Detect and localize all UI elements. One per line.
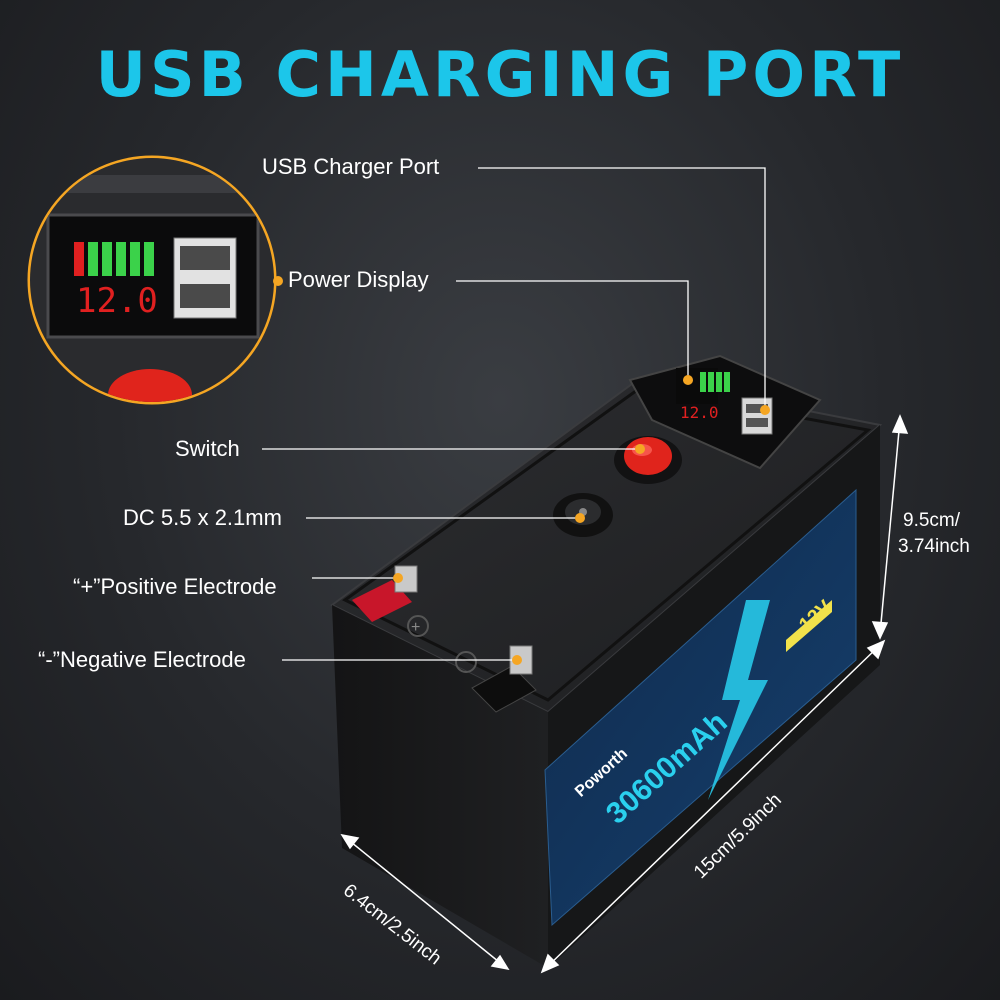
dc-label: DC 5.5 x 2.1mm (123, 505, 282, 530)
power-display-label: Power Display (288, 267, 429, 292)
callout-lines (262, 167, 766, 661)
positive-terminal: + (352, 565, 429, 637)
usb-port-label: USB Charger Port (262, 154, 440, 179)
height-cm-label: 9.5cm/ (903, 510, 961, 531)
callout-dots (273, 276, 770, 665)
zoom-inset: 12.0 (27, 155, 277, 405)
rocker-switch (614, 436, 682, 484)
height-inch-label: 3.74inch (898, 536, 970, 557)
positive-electrode-label: “+”Positive Electrode (73, 574, 277, 599)
negative-terminal (455, 645, 537, 713)
switch-label: Switch (175, 436, 240, 461)
svg-text:+: + (411, 619, 420, 636)
battery (330, 376, 883, 968)
display-reading: 12.0 (680, 403, 719, 422)
lightning-icon (708, 600, 770, 800)
page-title: USB CHARGING PORT (95, 38, 905, 111)
dimension-arrows (340, 414, 909, 974)
power-display: 12.0 (628, 354, 822, 470)
inset-display-reading: 12.0 (76, 281, 158, 321)
negative-electrode-label: “-”Negative Electrode (38, 647, 246, 672)
